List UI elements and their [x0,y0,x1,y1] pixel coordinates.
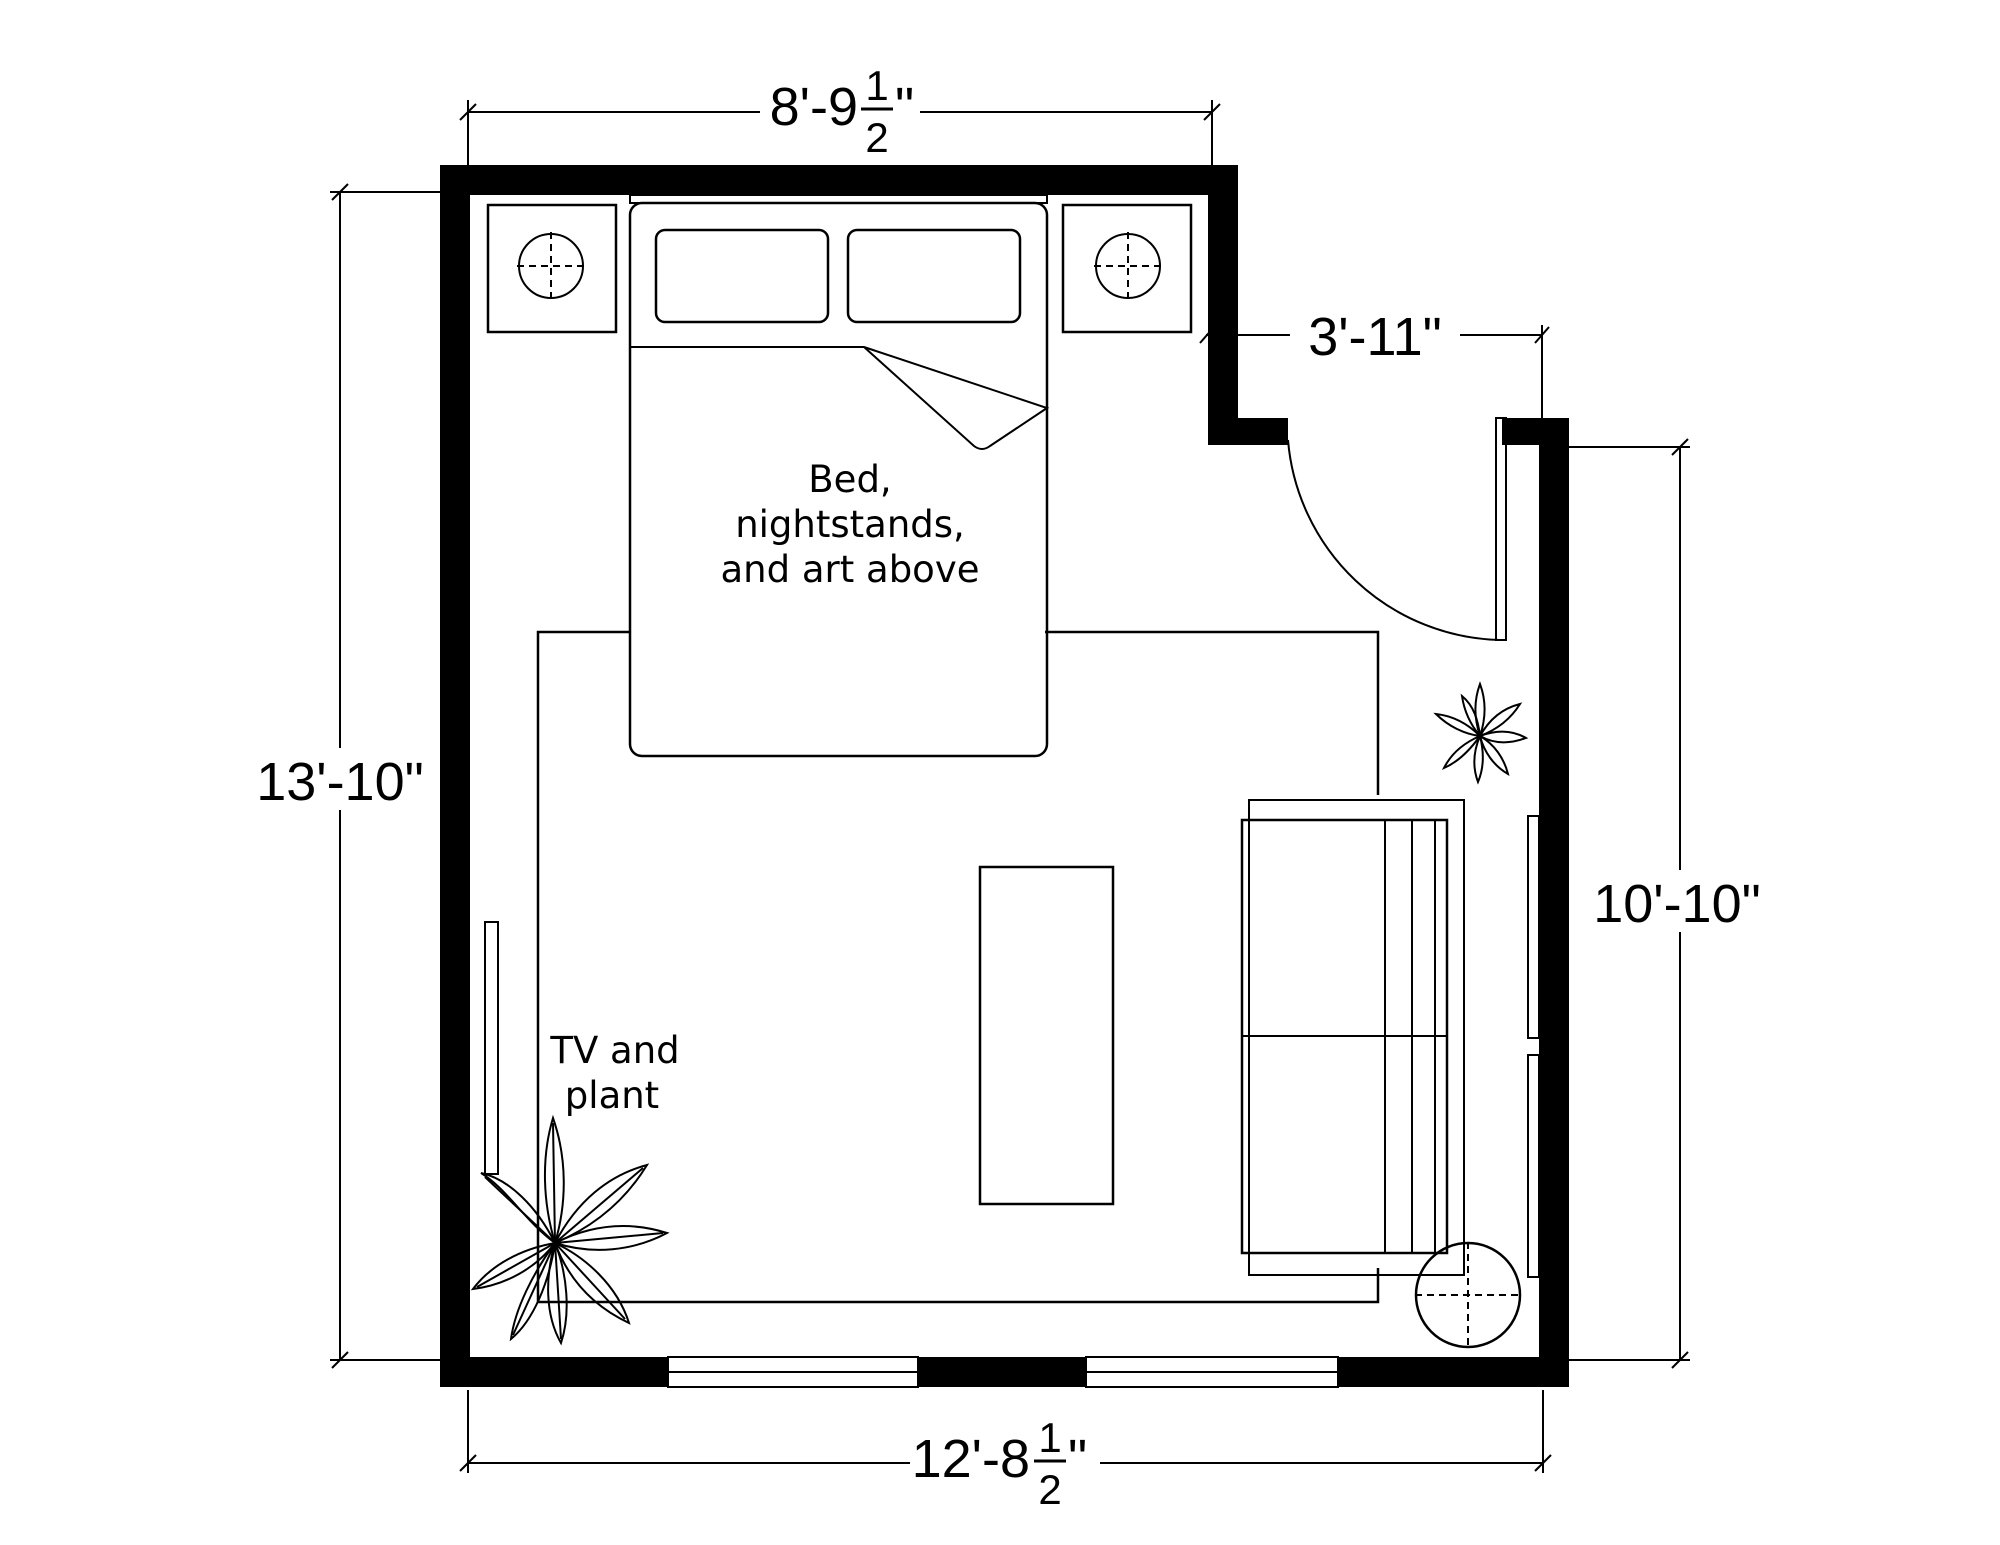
dimension-left-text: 13'-10" [256,752,424,812]
pillow-right [846,228,1022,324]
entry-door [1287,417,1507,641]
side-table [1414,1241,1522,1349]
window-right [1085,1356,1339,1388]
coffee-table [978,865,1115,1206]
dimension-alcove: 3'-11" [1290,307,1460,367]
pillow-left [654,228,830,324]
dimension-lines [330,100,1690,1473]
bed-label: Bed, nightstands, and art above [721,458,980,591]
folded-sheet [863,346,1050,450]
plant-small-icon [1433,681,1529,785]
dimension-bottom: 12'-8 1 2 " [910,1414,1100,1515]
dimension-top-denominator: 2 [865,114,888,161]
lamp-left-icon [517,232,585,300]
dimension-bottom-denominator: 2 [1038,1466,1061,1513]
wall-shelf-lower [1527,1054,1540,1278]
dimension-top-whole: 8'-9 [770,77,858,137]
dimension-bottom-inch-mark: " [1068,1429,1087,1489]
tv-label-line-1: TV and [549,1029,679,1072]
wall-shelf-upper [1527,815,1540,1039]
bed [628,194,1050,758]
dimension-top-inch-mark: " [895,77,914,137]
dimension-top-numerator: 1 [865,62,888,109]
dimension-top: 8'-9 1 2 " [760,62,920,161]
bed-label-line-1: Bed, [808,458,891,501]
dimension-bottom-whole: 12'-8 [912,1429,1030,1489]
tv-console [484,921,499,1175]
area-rug [536,630,1380,1304]
lamp-right-icon [1094,232,1162,300]
bed-label-line-2: nightstands, [735,503,965,546]
window-left [667,1356,919,1388]
nightstand-right [1061,203,1193,334]
plant-large-icon [470,1114,670,1346]
dimension-left: 13'-10" [245,748,435,812]
tv-label-line-2: plant [565,1074,659,1117]
dimension-right: 10'-10" [1575,870,1780,934]
dimension-alcove-text: 3'-11" [1308,307,1442,367]
bed-label-line-3: and art above [721,548,980,591]
sofa [1240,799,1465,1276]
tv-label: TV and plant [549,1029,679,1117]
nightstand-left [486,203,618,334]
dimension-right-text: 10'-10" [1593,874,1761,934]
dimension-bottom-numerator: 1 [1038,1414,1061,1461]
walls [440,165,1569,1387]
